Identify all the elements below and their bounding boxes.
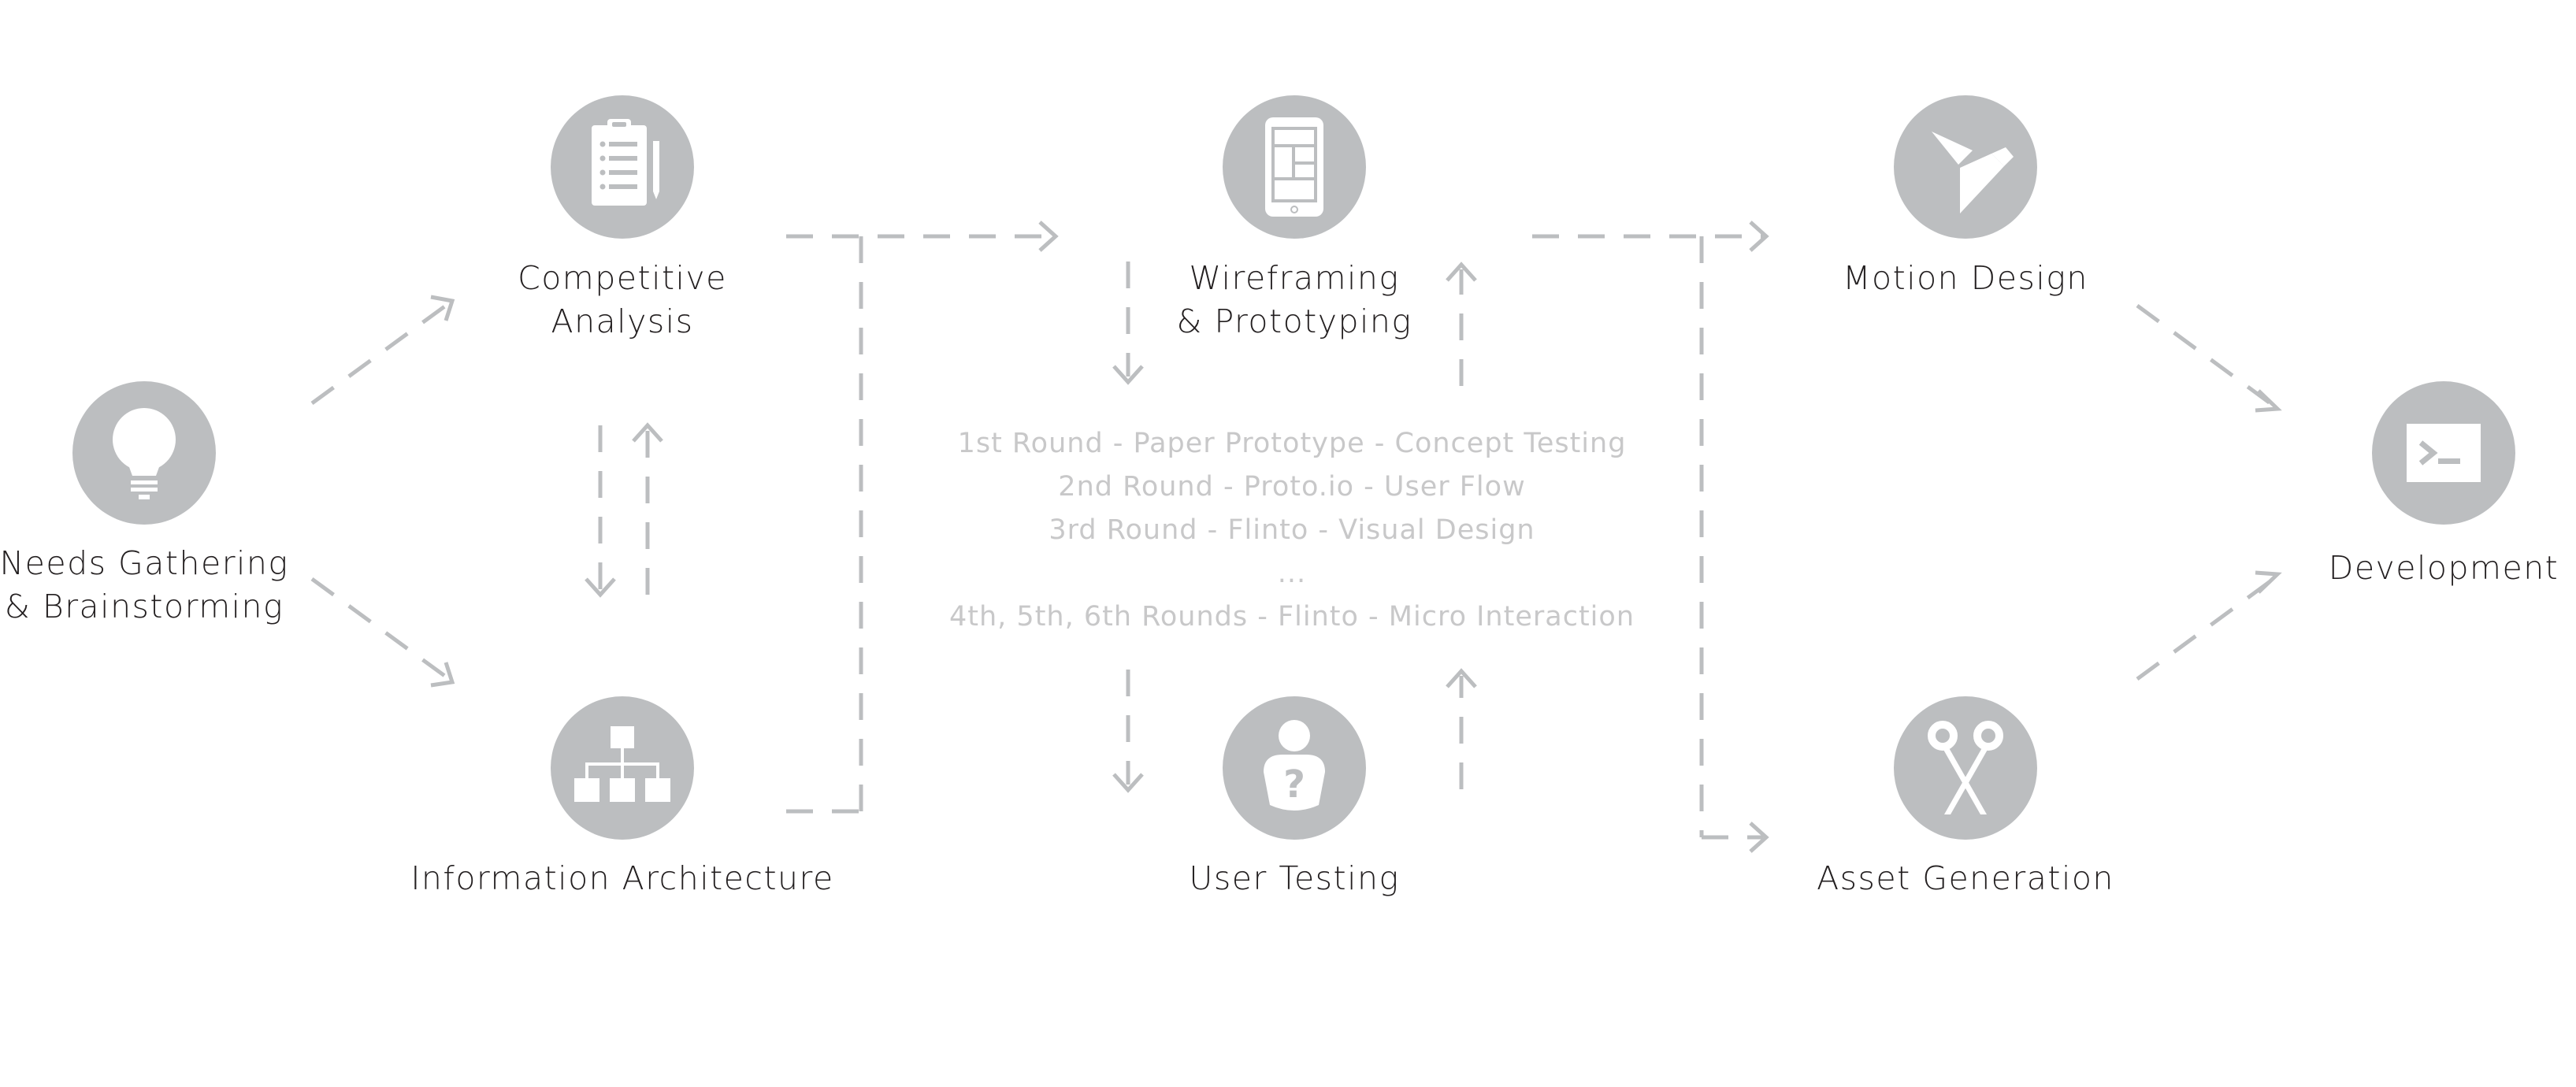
arrowhead-ia-to-competitive	[632, 422, 663, 443]
arrowhead-competitive	[430, 295, 455, 321]
label-motion-design: Motion Design	[1843, 257, 2088, 300]
origami-bird-icon	[1894, 95, 2037, 239]
arrowhead-rounds-up	[1446, 262, 1477, 282]
arrowhead-development-top	[2255, 389, 2282, 413]
round-line: 4th, 5th, 6th Rounds - Flinto - Micro In…	[949, 601, 1635, 633]
arrowhead-user-testing-up	[1446, 668, 1477, 688]
tablet-icon	[1223, 95, 1366, 239]
arrowhead-competitive-to-ia	[585, 577, 616, 598]
label-line: Needs Gathering	[0, 544, 289, 582]
scissors-icon	[1894, 696, 2037, 840]
label-asset-generation: Asset Generation	[1817, 857, 2114, 900]
label-line: Information Architecture	[410, 859, 834, 897]
label-user-testing: User Testing	[1189, 857, 1399, 900]
label-competitive-analysis: Competitive Analysis	[518, 257, 727, 343]
clipboard-icon	[551, 95, 694, 239]
user-question-icon: ?	[1223, 696, 1366, 840]
label-development: Development	[2329, 547, 2559, 590]
label-line: User Testing	[1189, 859, 1400, 897]
arrowhead-ia	[430, 662, 455, 688]
sitemap-icon	[551, 696, 694, 840]
prototype-rounds-list: 1st Round - Paper Prototype - Concept Te…	[949, 422, 1635, 639]
label-line: Asset Generation	[1817, 859, 2114, 897]
label-line: Competitive	[518, 259, 727, 297]
terminal-icon	[2372, 381, 2515, 525]
label-line: & Brainstorming	[4, 588, 284, 625]
arrowhead-asset	[1749, 822, 1769, 853]
round-line: 1st Round - Paper Prototype - Concept Te…	[957, 428, 1627, 459]
label-line: Wireframing	[1189, 259, 1400, 297]
round-line: 3rd Round - Flinto - Visual Design	[1049, 514, 1535, 546]
label-information-architecture: Information Architecture	[410, 857, 833, 900]
arrow-motion-to-development	[2136, 303, 2275, 408]
arrow-asset-to-development	[2136, 577, 2275, 681]
label-wireframing-prototyping: Wireframing & Prototyping	[1176, 257, 1412, 343]
round-line: 2nd Round - Proto.io - User Flow	[1058, 471, 1526, 503]
arrowhead-motion	[1749, 221, 1769, 252]
arrowhead-wireframing	[1038, 221, 1059, 252]
arrowhead-wireframing-down	[1112, 365, 1144, 385]
arrow-needs-to-competitive	[310, 301, 451, 406]
label-line: Analysis	[551, 302, 694, 340]
arrowhead-development-bottom	[2255, 570, 2282, 594]
arrowhead-rounds-down	[1112, 773, 1144, 793]
label-line: Motion Design	[1843, 259, 2088, 297]
lightbulb-icon	[72, 381, 216, 525]
round-line: ...	[1277, 558, 1307, 589]
label-needs-gathering: Needs Gathering & Brainstorming	[0, 542, 289, 629]
arrow-needs-to-ia	[310, 577, 451, 681]
label-line: Development	[2328, 549, 2559, 587]
svg-text:?: ?	[1283, 762, 1305, 807]
label-line: & Prototyping	[1176, 302, 1412, 340]
